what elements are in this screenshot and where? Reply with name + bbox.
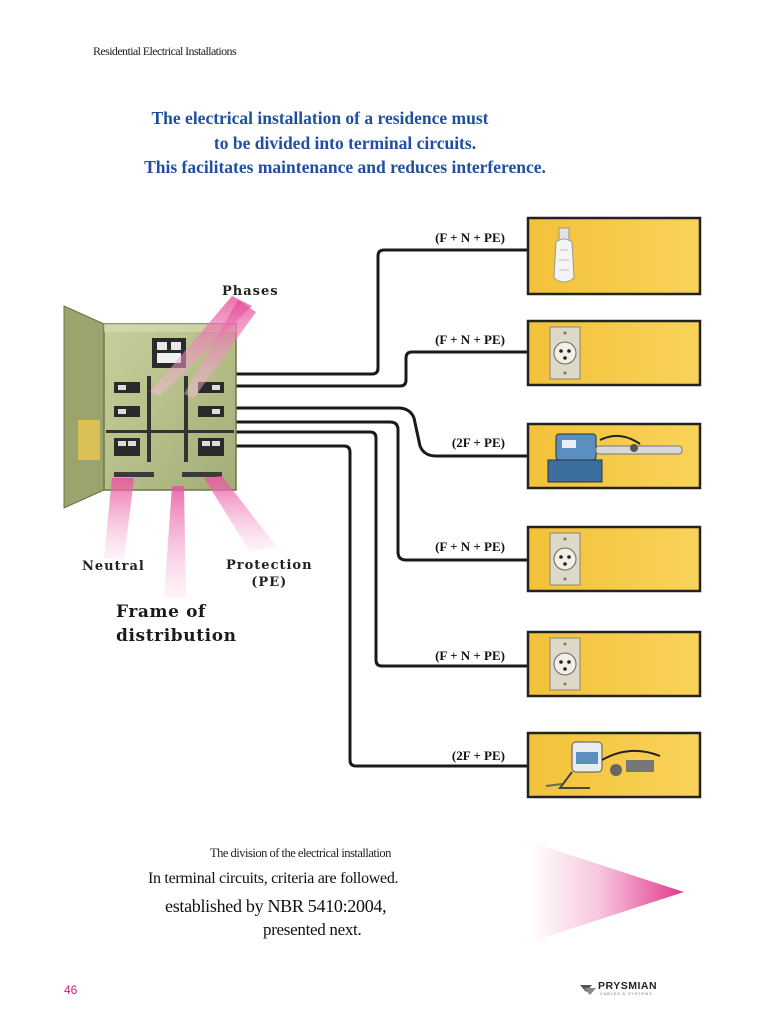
frame-beam <box>164 486 186 598</box>
device-box-5 <box>526 630 702 698</box>
device-box-1 <box>526 216 702 296</box>
circuit-label-6: (2F + PE) <box>452 748 505 763</box>
socket-outlet-icon <box>549 326 581 380</box>
circuit-label-3: (2F + PE) <box>452 435 505 450</box>
frame-label-line-1: Frame of <box>116 602 206 622</box>
circuit-label-4: (F + N + PE) <box>435 539 505 554</box>
wire-circuit-3 <box>232 406 532 458</box>
device-box-2 <box>526 319 702 387</box>
distribution-frame-label: Frame of distribution <box>116 600 237 648</box>
prysmian-logo-icon <box>580 985 596 995</box>
caption-arrow <box>530 842 684 942</box>
intro-line-3: This facilitates maintenance and reduces… <box>144 157 546 177</box>
pointer-beams <box>104 296 276 598</box>
protection-label-text: Protection <box>226 558 313 573</box>
wire-circuit-1 <box>232 248 532 376</box>
wire-circuit-6 <box>232 444 532 768</box>
neutral-beam <box>104 478 134 560</box>
breakers-right <box>198 382 224 456</box>
brand-logo: PRYSMIAN CABLES & SYSTEMS <box>578 980 657 996</box>
circuit-label-5: (F + N + PE) <box>435 648 505 663</box>
brand-name: PRYSMIAN <box>598 980 658 992</box>
caption-title: The division of the electrical installat… <box>210 846 391 860</box>
protection-label-abbr: (PE) <box>251 575 288 590</box>
caption-line-1: In terminal circuits, criteria are follo… <box>148 870 399 887</box>
page-number: 46 <box>64 983 78 997</box>
frame-label-line-2: distribution <box>116 626 237 646</box>
water-heater-icon <box>545 741 661 789</box>
intro-line-2: to be divided into terminal circuits. <box>213 132 477 153</box>
protection-beam <box>204 476 276 552</box>
socket-outlet-icon <box>549 637 581 691</box>
neutral-bar <box>114 472 154 477</box>
running-header: Residential Electrical Installations <box>93 44 237 58</box>
phases-beam-2 <box>184 300 256 398</box>
distribution-panel <box>63 305 237 509</box>
circuit-label-2: (F + N + PE) <box>435 332 505 347</box>
ground-bar <box>182 472 222 477</box>
device-box-4 <box>526 525 702 593</box>
lamp-icon <box>553 227 575 283</box>
phases-label: Phases <box>222 284 279 299</box>
socket-outlet-icon <box>549 532 581 586</box>
circuit-label-1: (F + N + PE) <box>435 230 505 245</box>
protection-label: Protection (PE) <box>226 557 313 591</box>
neutral-label: Neutral <box>82 559 145 574</box>
breakers-left <box>114 382 140 456</box>
caption-line-3: presented next. <box>263 920 362 939</box>
device-box-3 <box>526 422 702 490</box>
wire-circuit-4 <box>232 420 532 562</box>
wires <box>232 248 532 768</box>
intro-text: The electrical installation of a residen… <box>60 106 600 180</box>
wire-circuit-5 <box>232 430 532 668</box>
intro-line-1: The electrical installation of a residen… <box>151 108 489 128</box>
brand-subtitle: CABLES & SYSTEMS <box>600 991 653 996</box>
circuit-labels: (F + N + PE) (F + N + PE) (2F + PE) (F + N … <box>435 230 505 763</box>
power-tool-icon <box>547 433 683 483</box>
caption-line-2: established by NBR 5410:2004, <box>165 896 387 916</box>
panel-door <box>63 305 105 509</box>
device-box-6 <box>526 731 702 799</box>
wire-circuit-2 <box>232 350 532 388</box>
